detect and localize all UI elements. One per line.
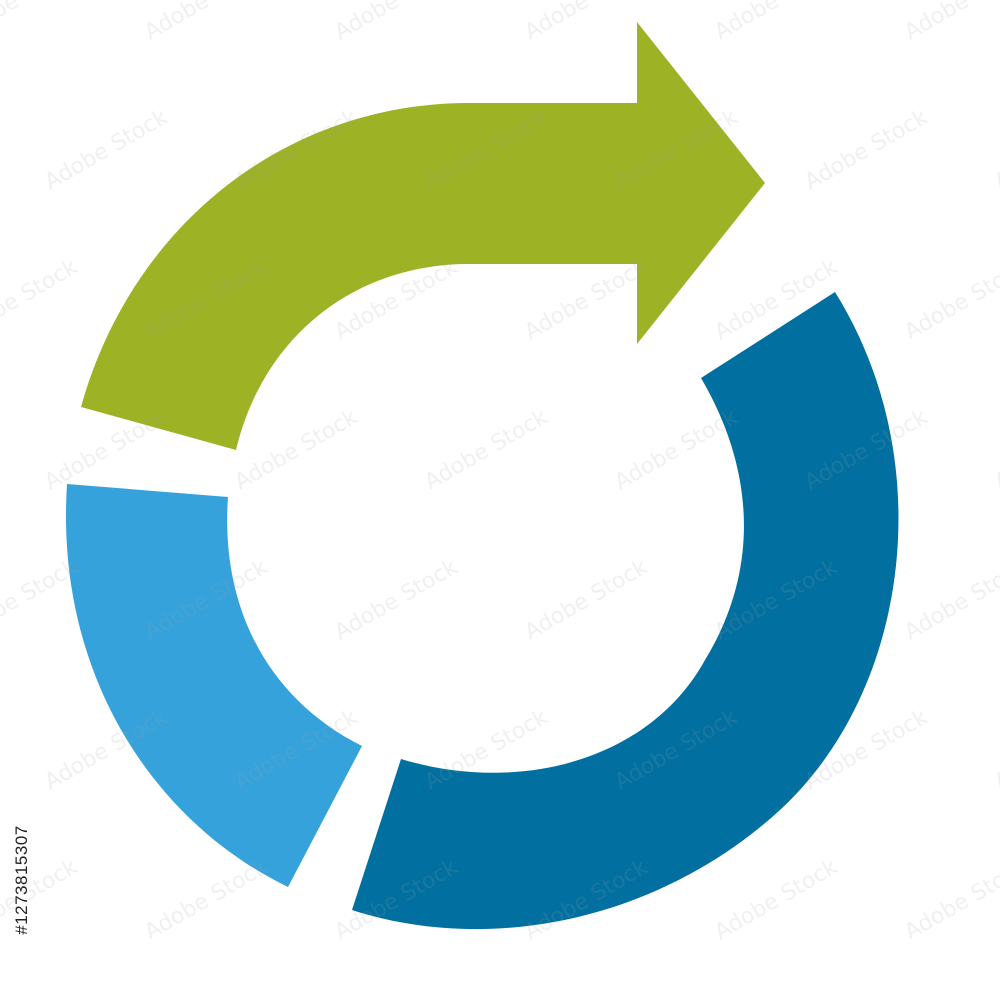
green-arrow-segment xyxy=(81,22,765,450)
watermark-text: Adobe Stock xyxy=(141,0,273,45)
watermark-text: Adobe Stock xyxy=(331,555,463,646)
dark-blue-segment xyxy=(352,292,899,930)
watermark-text: Adobe Stock xyxy=(521,555,653,646)
watermark-text: Adobe Stock xyxy=(231,405,363,496)
watermark-text: Adobe Stock xyxy=(331,0,463,45)
watermark-text: Adobe Stock xyxy=(901,555,1000,646)
watermark-text: Adobe Stock xyxy=(41,105,173,196)
watermark-text: Adobe Stock xyxy=(0,555,82,646)
watermark-text: Adobe Stock xyxy=(0,0,82,45)
watermark-text: Adobe Stock xyxy=(421,405,553,496)
watermark-text: Adobe Stock xyxy=(711,0,843,45)
watermark-text: Adobe Stock xyxy=(521,0,653,45)
stock-id-text: #127381530​7 xyxy=(12,825,31,935)
watermark-text: Adobe Stock xyxy=(141,855,273,946)
watermark-text: Adobe Stock xyxy=(611,405,743,496)
watermark-text: Adobe Stock xyxy=(991,705,1000,796)
watermark-text: Adobe Stock xyxy=(0,255,82,346)
light-blue-segment xyxy=(65,484,363,887)
watermark-text: Adobe Stock xyxy=(901,855,1000,946)
watermark-text: Adobe Stock xyxy=(991,105,1000,196)
watermark-text: Adobe Stock xyxy=(991,405,1000,496)
watermark-text: Adobe Stock xyxy=(711,855,843,946)
watermark-text: Adobe Stock xyxy=(801,105,933,196)
stock-id-label: #127381530​7 xyxy=(6,760,38,1000)
watermark-text: Adobe Stock xyxy=(521,255,653,346)
watermark-text: Adobe Stock xyxy=(901,255,1000,346)
watermark-text: Adobe Stock xyxy=(901,0,1000,45)
watermark-text: Adobe Stock xyxy=(41,405,173,496)
